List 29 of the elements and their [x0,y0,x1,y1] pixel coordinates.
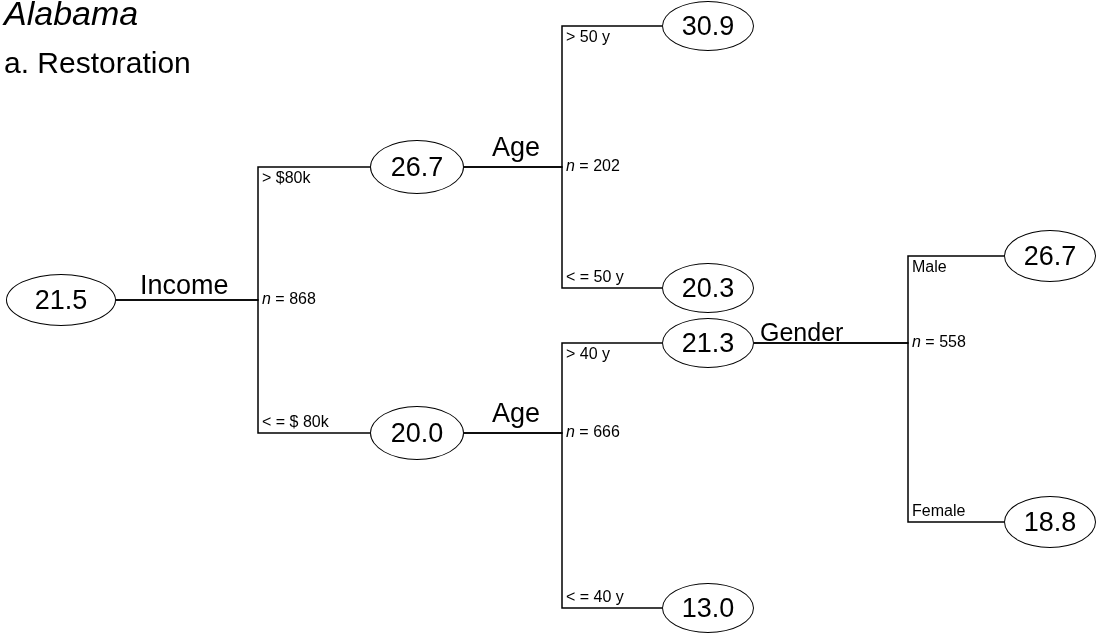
value-ellipse: 13.0 [662,583,754,633]
panel-label: a. Restoration [4,46,191,80]
connector-line [463,166,663,289]
connector-line [463,432,663,609]
value-ellipse: 21.3 [662,318,754,368]
edge-label: < = $ 80k [261,413,330,431]
connector-line [115,299,371,434]
value-ellipse: 20.3 [662,263,754,313]
value-ellipse: 26.7 [1004,230,1096,282]
split-label: Gender [760,318,844,347]
split-label: Age [492,398,541,429]
split-label: Income [140,270,229,301]
edge-label: > $80k [261,169,312,187]
sample-size-label: n = 558 [912,333,966,351]
value-ellipse: 30.9 [662,1,754,51]
edge-label: < = 40 y [565,588,625,606]
value-ellipse: 18.8 [1004,496,1096,548]
value-ellipse: 20.0 [370,406,464,460]
sample-size-label: n = 666 [566,423,620,441]
sample-size-label: n = 868 [262,290,316,308]
connector-line [753,342,1005,523]
edge-label: < = 50 y [565,268,625,286]
sample-size-label: n = 202 [566,157,620,175]
edge-label: > 50 y [565,28,612,46]
value-ellipse: 21.5 [6,274,116,326]
split-label: Age [492,132,541,163]
value-ellipse: 26.7 [370,140,464,194]
title: Alabama [4,0,139,33]
edge-label: > 40 y [565,345,612,363]
